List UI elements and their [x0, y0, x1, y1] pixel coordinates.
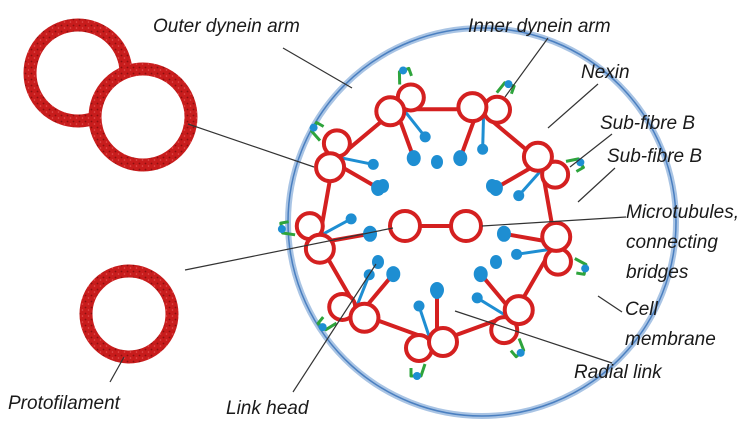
cell-membrane-leader [598, 296, 622, 312]
outer-arm-head [517, 349, 525, 357]
inner-arm-head [511, 249, 522, 260]
enlarged-doublet-b [95, 69, 191, 165]
nexin-leader [548, 84, 598, 128]
outer-arm-head [413, 372, 421, 380]
inner-arm-head [346, 213, 357, 224]
link-head [497, 226, 511, 242]
sub-fibre-a [458, 93, 486, 121]
inner-arm-head [513, 190, 524, 201]
label-nexin: Nexin [581, 62, 630, 84]
link-head [407, 150, 421, 166]
central-sheath-head [377, 179, 389, 193]
inner-dynein-arm-leader [505, 38, 548, 97]
outer-arm-head [581, 264, 589, 272]
label-link-head: Link head [226, 398, 308, 420]
label-radial-link: Radial link [574, 362, 662, 384]
central-microtubule-right [451, 211, 481, 241]
sub-fibre-a [505, 296, 533, 324]
sub-fibre-a [524, 143, 552, 171]
central-sheath-head [431, 285, 443, 299]
sub-fibre-a [542, 223, 570, 251]
protofilament-ring [86, 271, 172, 357]
outer-arm-head [310, 124, 318, 132]
label-membrane: membrane [625, 329, 716, 351]
central-sheath-head [486, 179, 498, 193]
outer-arm-head [504, 80, 512, 88]
sub-fibre-a [316, 153, 344, 181]
sub-fibre-a [306, 235, 334, 263]
outer-dynein-arm-leader [283, 48, 352, 88]
sub-fibre-b-2-leader [578, 168, 615, 202]
central-sheath-head [490, 255, 502, 269]
inner-arm-head [477, 144, 488, 155]
label-sub-fibre-b-1: Sub-fibre B [600, 113, 695, 135]
outer-arm-head [319, 323, 327, 331]
inner-arm-head [420, 131, 431, 142]
inner-arm-head [472, 292, 483, 303]
inner-arm-head [414, 301, 425, 312]
link-head [453, 150, 467, 166]
link-head [386, 266, 400, 282]
label-outer-dynein-arm: Outer dynein arm [153, 16, 300, 38]
inner-arm-head [368, 159, 379, 170]
link-head [474, 266, 488, 282]
label-cell: Cell [625, 299, 658, 321]
central-microtubule-left [390, 211, 420, 241]
sub-fibre-a [376, 97, 404, 125]
label-protofilament: Protofilament [8, 393, 120, 415]
sub-fibre-a [429, 328, 457, 356]
label-bridges: bridges [626, 262, 688, 284]
central-sheath-head [431, 155, 443, 169]
radial-link-leader [455, 311, 612, 363]
label-inner-dynein-arm: Inner dynein arm [468, 16, 611, 38]
label-connecting: connecting [626, 232, 718, 254]
sub-fibre-a [350, 304, 378, 332]
sub-fibre-b-1-leader [570, 134, 612, 167]
label-microtubules: Microtubules, [626, 202, 739, 224]
label-sub-fibre-b-2: Sub-fibre B [607, 146, 702, 168]
outer-arm-head [399, 66, 407, 74]
outer-arm-head [278, 225, 286, 233]
enlarged-doublet-leader [188, 124, 314, 167]
